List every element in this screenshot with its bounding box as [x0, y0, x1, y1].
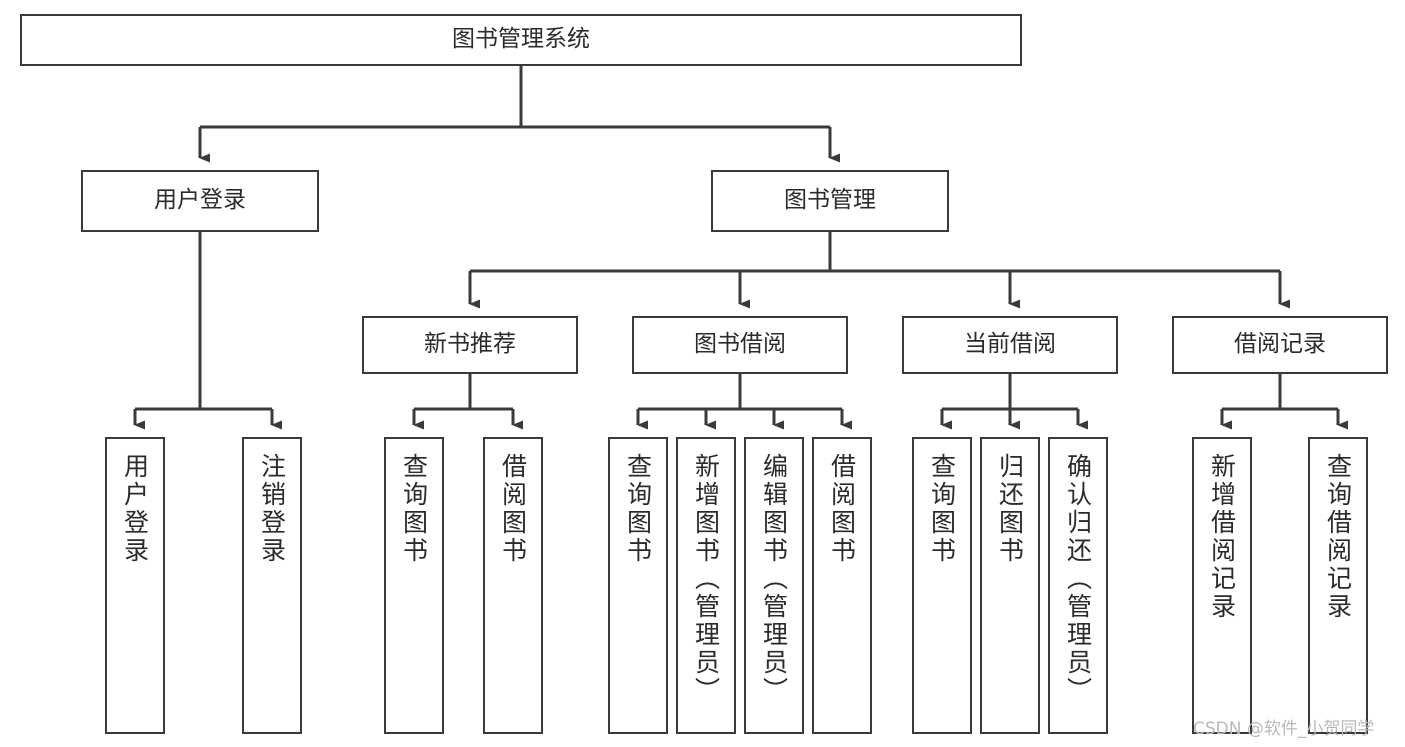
node-label: 注销登录: [257, 453, 287, 565]
node-leaf-edit-book-admin[interactable]: 编辑图书（管理员）: [744, 437, 804, 734]
node-leaf-add-book-admin[interactable]: 新增图书（管理员）: [676, 437, 736, 734]
node-label: 新书推荐: [424, 331, 516, 358]
node-leaf-borrow-book-newbook[interactable]: 借阅图书: [483, 437, 543, 734]
node-label: 当前借阅: [964, 331, 1056, 358]
node-label: 新增图书（管理员）: [691, 453, 721, 705]
node-label: 归还图书: [995, 453, 1025, 565]
node-leaf-return-book[interactable]: 归还图书: [980, 437, 1040, 734]
node-label: 借阅图书: [827, 453, 857, 565]
node-leaf-query-book-current[interactable]: 查询图书: [912, 437, 972, 734]
node-current-borrow[interactable]: 当前借阅: [902, 316, 1118, 374]
node-root-system[interactable]: 图书管理系统: [20, 14, 1022, 66]
node-label: 编辑图书（管理员）: [759, 453, 789, 705]
node-leaf-borrow-book[interactable]: 借阅图书: [812, 437, 872, 734]
node-label: 查询图书: [399, 453, 429, 565]
node-leaf-user-login[interactable]: 用户登录: [105, 437, 165, 734]
node-leaf-query-book-borrow[interactable]: 查询图书: [608, 437, 668, 734]
node-book-management[interactable]: 图书管理: [711, 170, 949, 232]
node-leaf-add-borrow-record[interactable]: 新增借阅记录: [1192, 437, 1252, 734]
node-label: 图书管理系统: [452, 26, 590, 53]
node-label: 查询借阅记录: [1323, 453, 1353, 621]
node-borrow-record[interactable]: 借阅记录: [1172, 316, 1388, 374]
node-label: 借阅图书: [498, 453, 528, 565]
node-label: 图书借阅: [694, 331, 786, 358]
node-user-login[interactable]: 用户登录: [81, 170, 319, 232]
node-leaf-query-book-newbook[interactable]: 查询图书: [384, 437, 444, 734]
node-leaf-query-borrow-record[interactable]: 查询借阅记录: [1308, 437, 1368, 734]
node-label: 用户登录: [154, 187, 246, 214]
node-label: 确认归还（管理员）: [1063, 453, 1093, 705]
node-label: 图书管理: [784, 187, 876, 214]
node-new-book-recommend[interactable]: 新书推荐: [362, 316, 578, 374]
node-book-borrow[interactable]: 图书借阅: [632, 316, 848, 374]
node-label: 查询图书: [623, 453, 653, 565]
node-label: 新增借阅记录: [1207, 453, 1237, 621]
node-label: 借阅记录: [1234, 331, 1326, 358]
node-label: 查询图书: [927, 453, 957, 565]
node-label: 用户登录: [120, 453, 150, 565]
node-leaf-logout[interactable]: 注销登录: [242, 437, 302, 734]
node-leaf-confirm-return-admin[interactable]: 确认归还（管理员）: [1048, 437, 1108, 734]
